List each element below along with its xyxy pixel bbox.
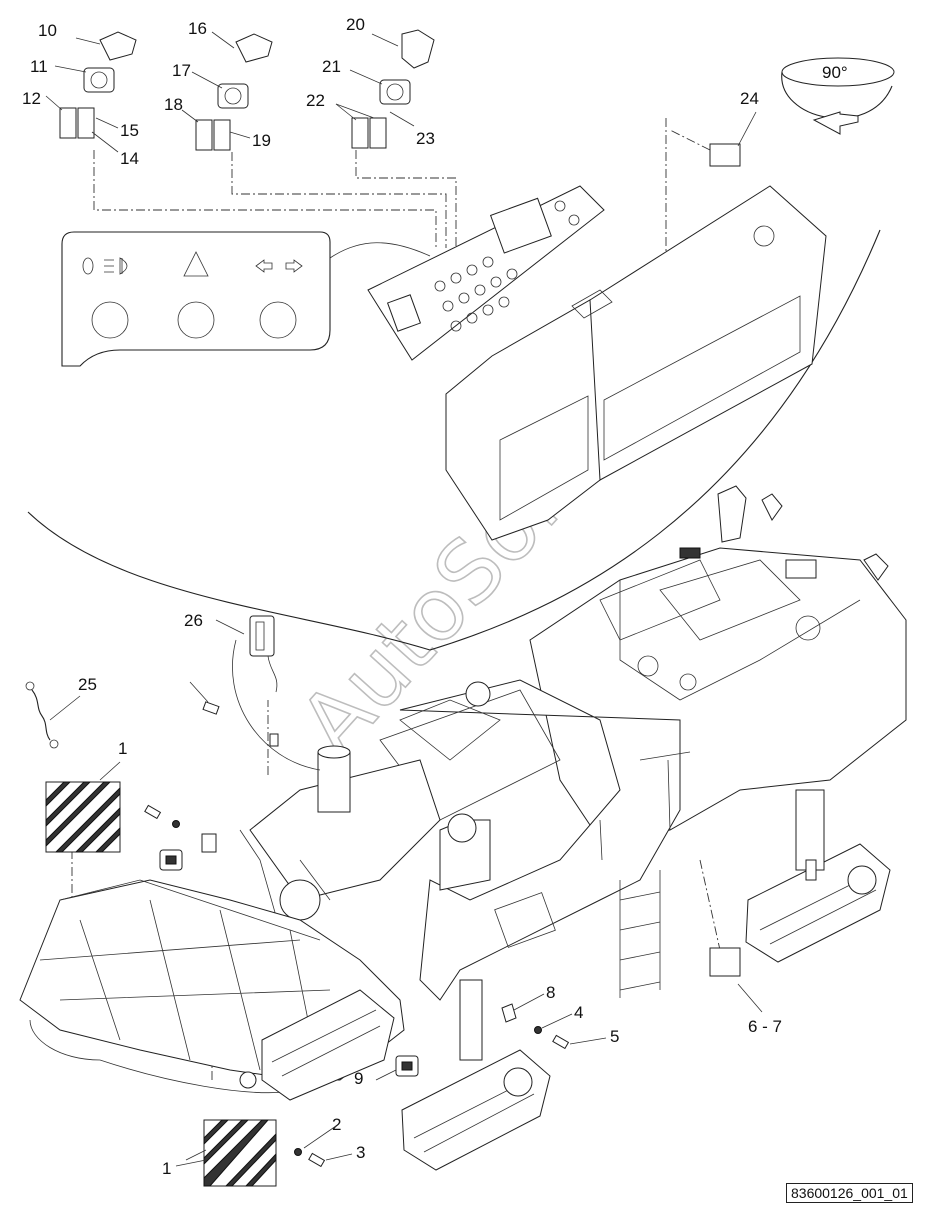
callout-23: 24 [740,89,759,108]
detail-boundary-curve [27,229,881,651]
callout-24: 25 [78,675,97,694]
callout-2: 2 [332,1115,341,1134]
callout-4: 4 [574,1003,583,1022]
callout-16: 17 [172,61,191,80]
drawing-reference-code: 83600126_001_01 [786,1183,913,1203]
callout-20: 21 [322,57,341,76]
parking-light-headlight-icon [82,257,128,275]
rear-camera [202,615,321,771]
callout-12: 12 [22,89,41,108]
left-rear-track [401,979,551,1171]
callout-leaders [175,619,763,1167]
callout-11: 11 [30,57,48,76]
callout-22: 23 [416,129,435,148]
warning-decal-lower [185,1119,277,1187]
rotation-indicator: 90° [781,57,895,135]
switch-group-3 [335,29,435,149]
callout-1-lower: 1 [162,1159,171,1178]
relay [709,143,741,167]
bolt-washer-set-lower [294,1003,570,1168]
callout-18: 19 [252,131,271,150]
callout-3: 3 [356,1143,365,1162]
label-panel [61,231,431,367]
hazard-warning-triangle-icon [183,251,209,277]
callout-21: 22 [306,91,325,110]
callout-6-7: 6 - 7 [748,1017,782,1036]
bolt-washer-set-upper [144,804,217,871]
switch-group-2 [181,31,273,151]
callout-1-upper: 1 [118,739,127,758]
callout-labels: 10 11 12 15 14 16 17 18 19 20 21 22 23 2… [22,15,782,1178]
turn-signal-arrows-icon [255,259,303,273]
operator-cab [445,185,827,541]
callout-25: 26 [184,611,203,630]
control-panel [367,185,605,361]
front-milling-unit [19,879,405,1101]
callout-14: 15 [120,121,139,140]
right-rear-track [745,789,891,963]
tension-spring [25,681,81,749]
callout-8: 8 [546,983,555,1002]
small-plate [709,947,741,977]
switch-group-1 [45,31,137,153]
callout-19: 20 [346,15,365,34]
callout-10: 10 [38,21,57,40]
callout-9: 9 [354,1069,363,1088]
rotation-label: 90° [822,63,848,82]
callout-13: 14 [120,149,139,168]
callout-5: 5 [610,1027,619,1046]
callout-17: 18 [164,95,183,114]
warning-decal-upper [45,761,121,853]
machine-main-body [239,485,907,1001]
callout-15: 16 [188,19,207,38]
